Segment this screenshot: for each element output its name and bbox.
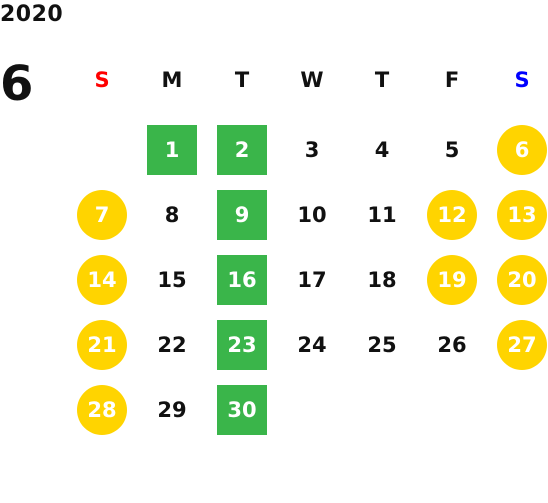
day-cell[interactable]: 24: [297, 333, 327, 357]
day-cell[interactable]: 20: [497, 255, 547, 305]
day-cell[interactable]: 12: [427, 190, 477, 240]
day-cell[interactable]: 27: [497, 320, 547, 370]
day-cell[interactable]: 22: [157, 333, 187, 357]
day-cell[interactable]: 14: [77, 255, 127, 305]
day-cell[interactable]: 26: [437, 333, 467, 357]
day-cell[interactable]: 23: [217, 320, 267, 370]
day-cell[interactable]: 4: [374, 138, 390, 162]
day-cell[interactable]: 28: [77, 385, 127, 435]
day-cell[interactable]: 10: [297, 203, 327, 227]
day-cell[interactable]: 29: [157, 398, 187, 422]
weekday-label: T: [234, 68, 250, 92]
weekday-label: W: [300, 68, 324, 92]
weekday-label: S: [514, 68, 530, 92]
day-cell[interactable]: 16: [217, 255, 267, 305]
weekday-label: T: [374, 68, 390, 92]
day-cell[interactable]: 11: [367, 203, 397, 227]
day-cell[interactable]: 30: [217, 385, 267, 435]
month-number: 6: [0, 56, 34, 112]
day-cell[interactable]: 7: [77, 190, 127, 240]
day-cell[interactable]: 9: [217, 190, 267, 240]
day-cell[interactable]: 21: [77, 320, 127, 370]
day-cell[interactable]: 5: [444, 138, 460, 162]
day-cell[interactable]: 2: [217, 125, 267, 175]
day-cell[interactable]: 13: [497, 190, 547, 240]
day-cell[interactable]: 18: [367, 268, 397, 292]
year-label: 2020: [0, 2, 64, 27]
weekday-label: M: [161, 68, 183, 92]
day-cell[interactable]: 17: [297, 268, 327, 292]
weekday-label: S: [94, 68, 110, 92]
day-cell[interactable]: 1: [147, 125, 197, 175]
day-cell[interactable]: 19: [427, 255, 477, 305]
day-cell[interactable]: 15: [157, 268, 187, 292]
day-cell[interactable]: 25: [367, 333, 397, 357]
weekday-label: F: [444, 68, 460, 92]
day-cell[interactable]: 3: [304, 138, 320, 162]
day-cell[interactable]: 8: [164, 203, 180, 227]
day-cell[interactable]: 6: [497, 125, 547, 175]
